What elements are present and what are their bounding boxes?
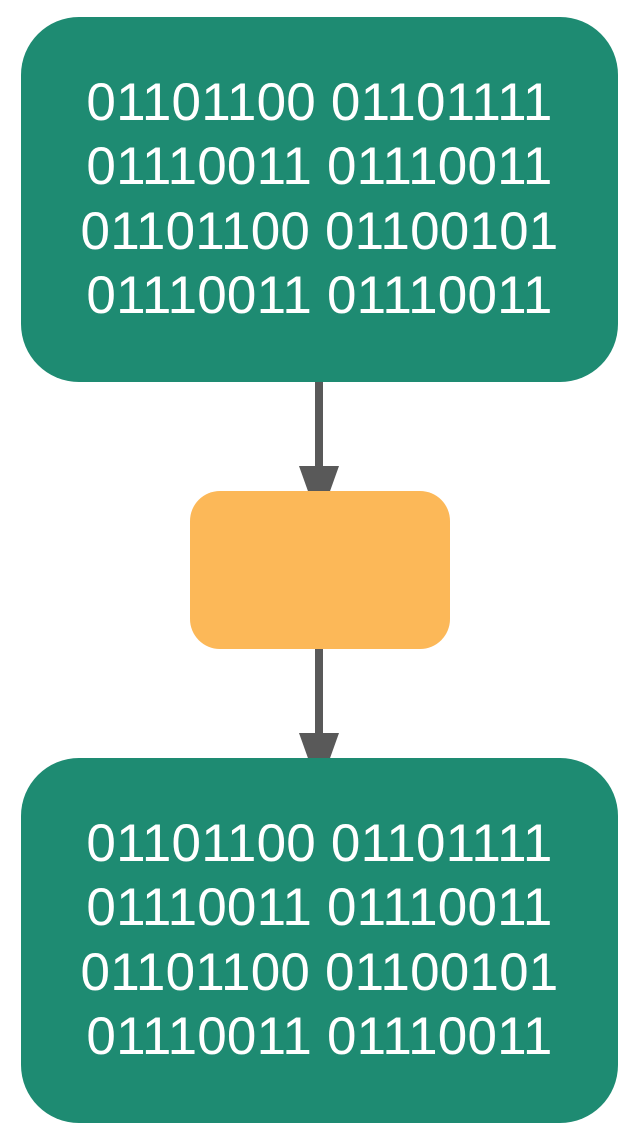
bottom-node-line-2: 01110011 01110011 [86,878,553,937]
top-node-line-2: 01110011 01110011 [86,137,553,196]
top-node-line-4: 01110011 01110011 [86,266,553,325]
bottom-node-line-3: 01101100 01100101 [80,942,559,1002]
bottom-node-line-4: 01110011 01110011 [86,1007,553,1066]
middle-process-node [190,491,450,649]
top-node-line-1: 01101100 01101111 [86,72,553,132]
top-node-line-3: 01101100 01100101 [80,201,559,261]
bottom-binary-node: 01101100 01101111 01110011 01110011 0110… [21,758,618,1123]
bottom-node-line-1: 01101100 01101111 [86,813,553,873]
top-binary-node: 01101100 01101111 01110011 01110011 0110… [21,17,618,382]
